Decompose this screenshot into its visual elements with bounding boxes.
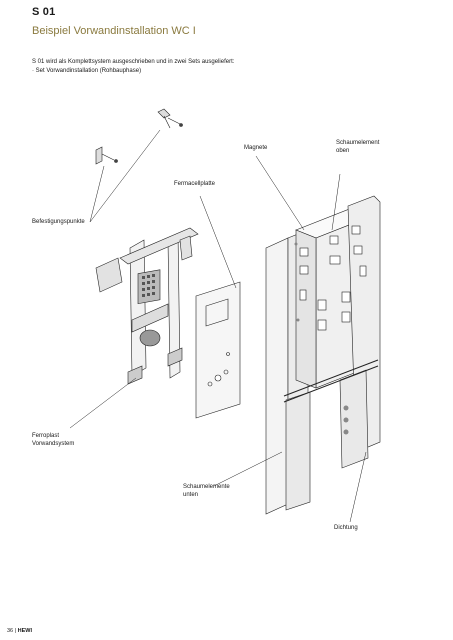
label-ferroplast: Ferroplast Vorwandsystem	[32, 433, 75, 447]
label-schaumelemente-unten: Schaumelemente unten	[183, 484, 230, 498]
foam-element-assembly	[265, 195, 381, 515]
fixing-bracket-left	[95, 146, 118, 165]
label-dichtung: Dichtung	[334, 525, 358, 531]
intro-line-1: S 01 wird als Komplettsystem ausgeschrie…	[32, 59, 235, 65]
footer-separator: |	[14, 628, 17, 634]
ferroplast-frame	[95, 227, 199, 385]
label-magnete: Magnete	[244, 145, 268, 151]
page-footer: 36 | HEWI	[7, 628, 32, 634]
label-schaumelement-oben: Schaumelement oben	[336, 140, 380, 154]
fermacell-board	[195, 281, 241, 419]
intro-text: S 01 wird als Komplettsystem ausgeschrie…	[32, 58, 412, 75]
page-title: S 01	[32, 6, 56, 18]
page-subtitle: Beispiel Vorwandinstallation WC I	[32, 25, 196, 37]
page-number: 36	[7, 628, 14, 634]
label-befestigungspunkte: Befestigungspunkte	[32, 219, 85, 225]
intro-line-2: · Set Vorwandinstallation (Rohbauphase)	[32, 67, 142, 74]
label-fermacellplatte: Fermacellplatte	[174, 181, 216, 187]
fixing-bracket-top	[157, 108, 183, 129]
brand-name: HEWI	[17, 628, 32, 634]
